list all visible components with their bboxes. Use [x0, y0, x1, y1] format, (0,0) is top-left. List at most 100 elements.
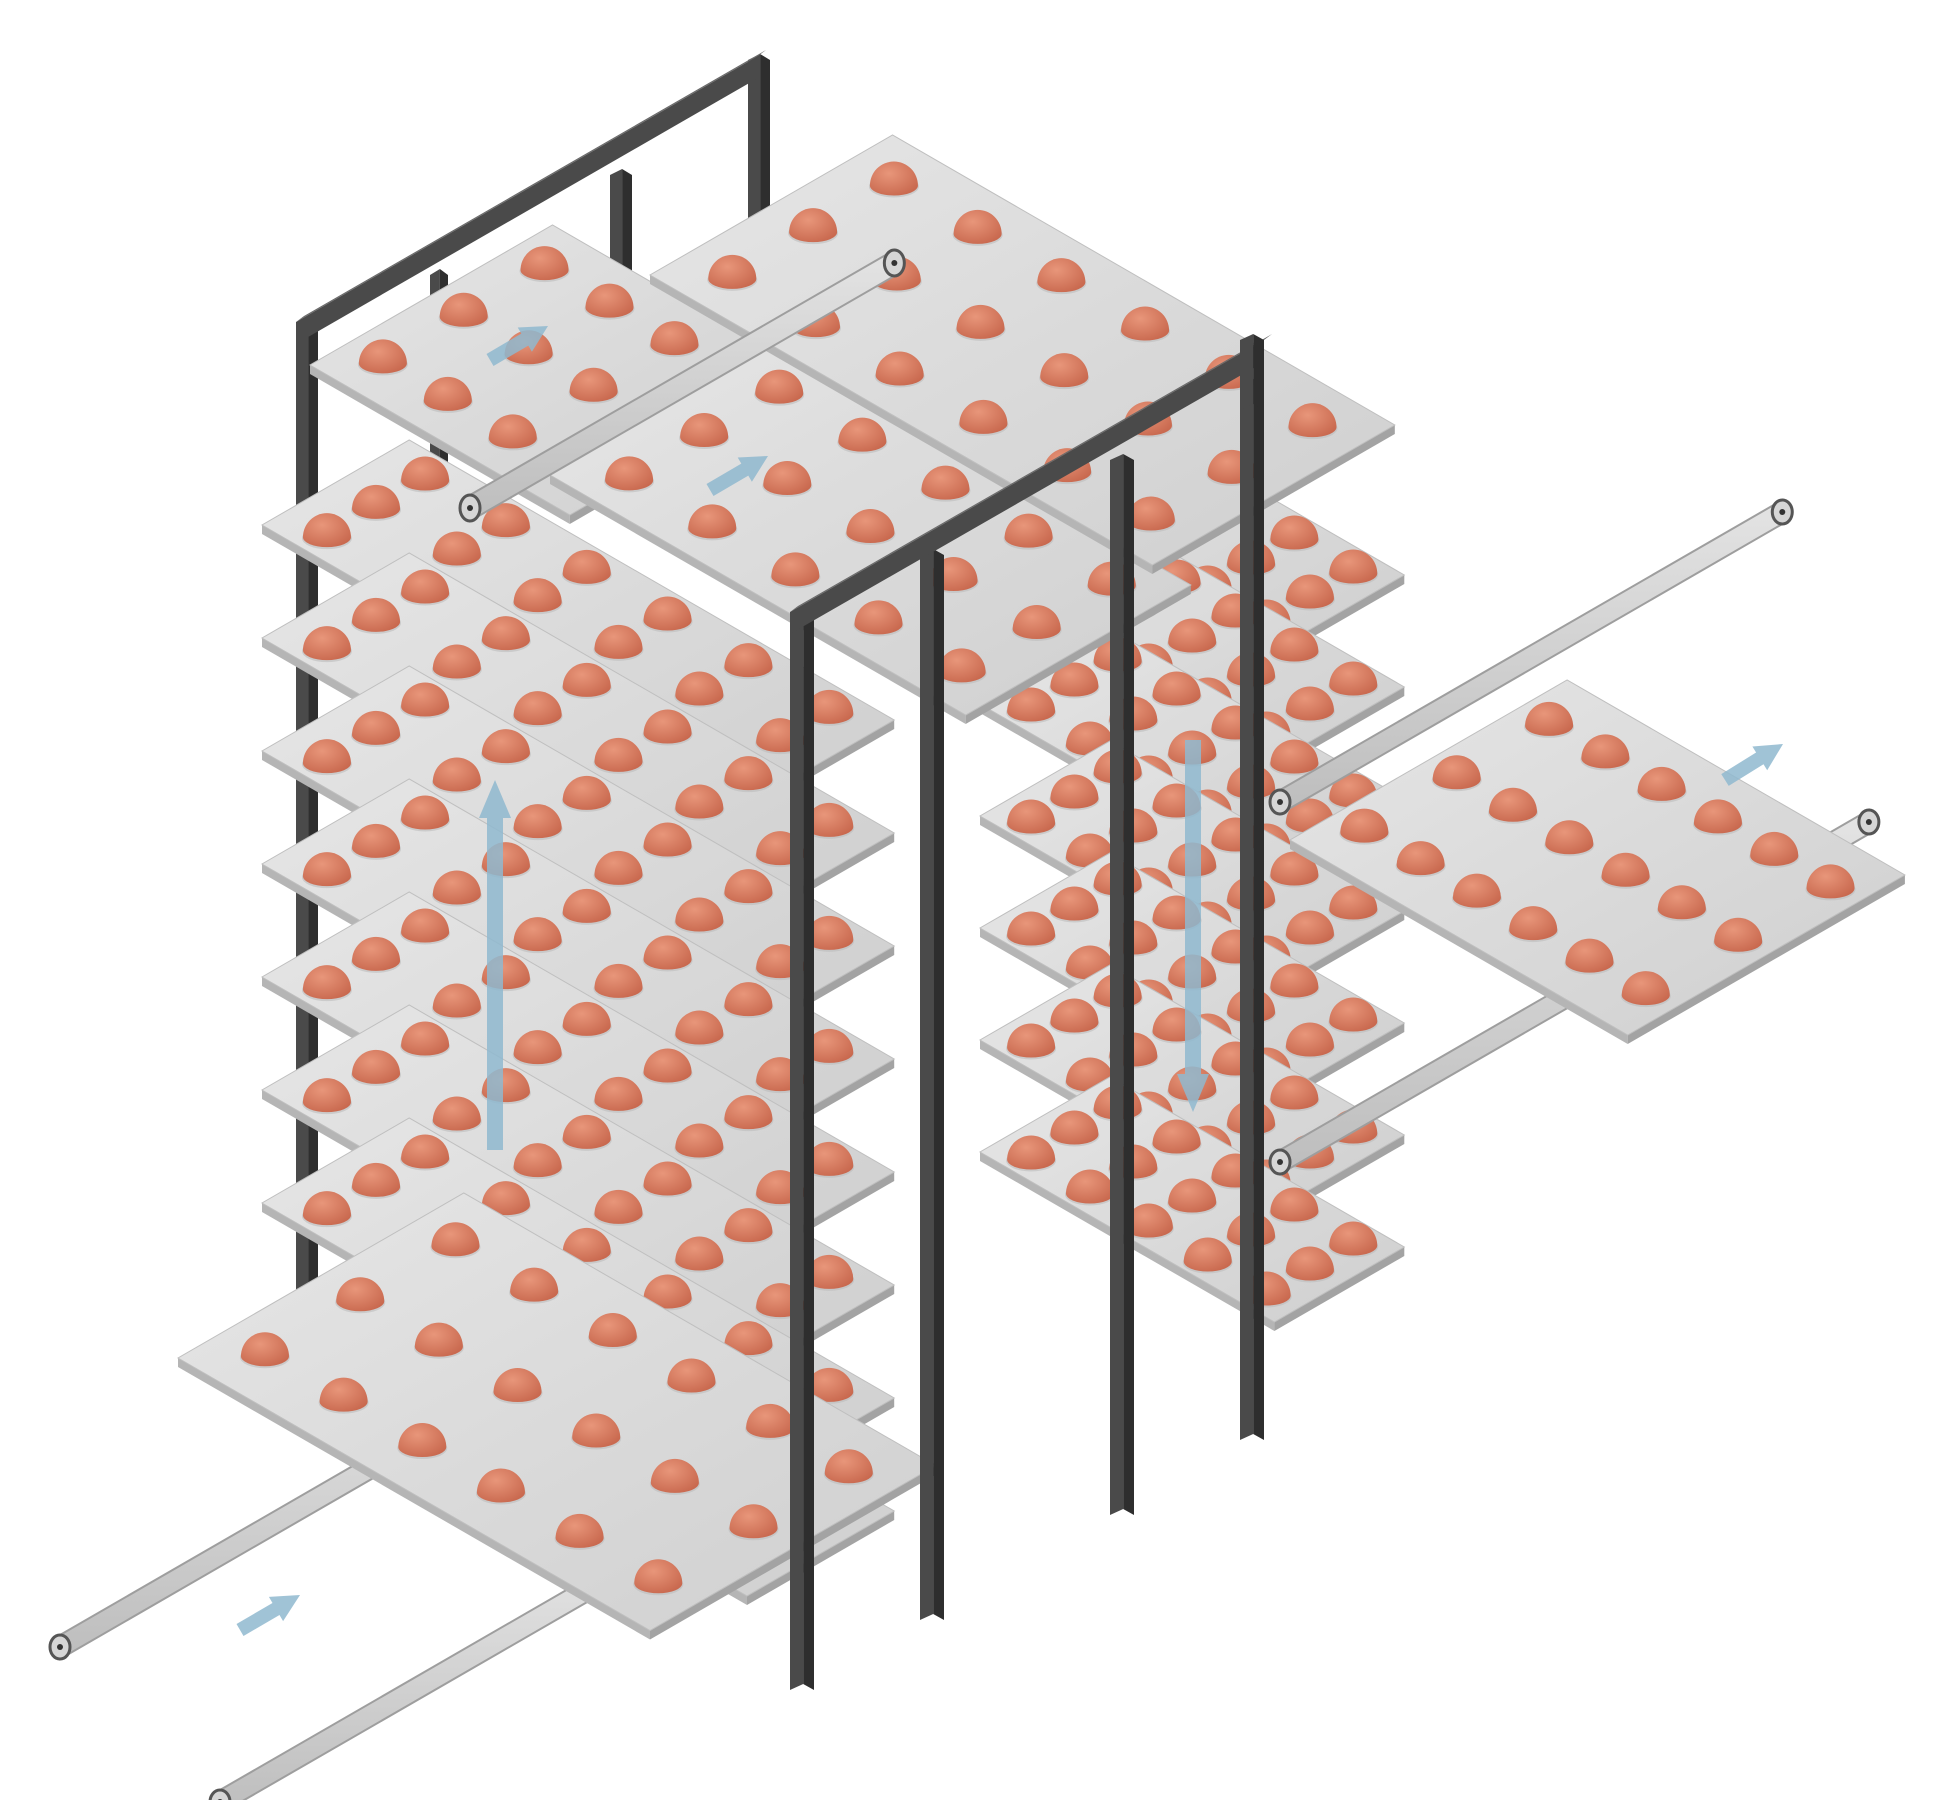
- dough-ball-icon: [1269, 515, 1320, 552]
- dough-ball-icon: [587, 1313, 638, 1350]
- dough-ball-icon: [1600, 852, 1651, 889]
- dough-ball-icon: [413, 1322, 464, 1359]
- dough-ball-icon: [301, 513, 352, 550]
- dough-ball-icon: [431, 531, 482, 568]
- dough-ball-icon: [1036, 258, 1087, 295]
- dough-ball-icon: [1006, 1135, 1057, 1172]
- dough-ball-icon: [400, 682, 451, 719]
- dough-ball-icon: [804, 689, 855, 726]
- dough-ball-icon: [1284, 1022, 1335, 1059]
- front-top-beam: [790, 334, 1272, 634]
- dough-ball-icon: [1039, 353, 1090, 390]
- dough-ball-icon: [351, 1162, 402, 1199]
- dough-ball-icon: [335, 1277, 386, 1314]
- dough-ball-icon: [561, 1114, 612, 1151]
- dough-ball-icon: [438, 292, 489, 329]
- dough-ball-icon: [958, 399, 1009, 436]
- infeed-belt-front: [208, 1558, 630, 1800]
- dough-ball-icon: [1269, 851, 1320, 888]
- dough-ball-icon: [642, 1274, 693, 1311]
- dough-ball-icon: [1328, 885, 1379, 922]
- dough-ball-icon: [301, 626, 352, 663]
- dough-ball-icon: [512, 917, 563, 954]
- dough-ball-icon: [633, 1559, 684, 1596]
- dough-ball-icon: [519, 246, 570, 283]
- dough-ball-icon: [770, 552, 821, 589]
- dough-ball-icon: [642, 935, 693, 972]
- dough-ball-icon: [400, 1021, 451, 1058]
- dough-ball-icon: [400, 1134, 451, 1171]
- dough-ball-icon: [936, 648, 987, 685]
- outfeed-conveyor: [1268, 498, 1906, 1176]
- dough-ball-icon: [1508, 906, 1559, 943]
- dough-ball-icon: [351, 597, 402, 634]
- dough-ball-icon: [723, 756, 774, 793]
- dough-ball-icon: [1656, 885, 1707, 922]
- dough-ball-icon: [666, 1358, 717, 1395]
- dough-ball-icon: [475, 1468, 526, 1505]
- dough-ball-icon: [561, 662, 612, 699]
- dough-ball-icon: [1328, 549, 1379, 586]
- dough-ball-icon: [593, 1076, 644, 1113]
- dough-ball-icon: [480, 616, 531, 653]
- dough-ball-icon: [357, 339, 408, 376]
- dough-ball-icon: [674, 784, 725, 821]
- arrow-icon: [236, 1595, 300, 1636]
- dough-ball-icon: [1006, 1023, 1057, 1060]
- dough-ball-icon: [1284, 1246, 1335, 1283]
- arrow-icon: [486, 326, 548, 366]
- dough-ball-icon: [593, 737, 644, 774]
- dough-ball-icon: [1544, 820, 1595, 857]
- right-tray-7-side: [1274, 1247, 1405, 1331]
- dough-ball-icon: [804, 1141, 855, 1178]
- infeed-tray-edge: [178, 1358, 650, 1640]
- dough-ball-icon: [1182, 1237, 1233, 1274]
- dough-ball-icon: [593, 850, 644, 887]
- dough-ball-icon: [1328, 1221, 1379, 1258]
- dough-ball-icon: [561, 775, 612, 812]
- dough-ball-icon: [845, 509, 896, 545]
- dough-ball-icon: [823, 1449, 874, 1486]
- dough-ball-icon: [1049, 1110, 1100, 1147]
- dough-ball-icon: [1269, 627, 1320, 664]
- dough-ball-icon: [480, 503, 531, 540]
- dough-ball-icon: [1049, 662, 1100, 699]
- dough-ball-icon: [431, 983, 482, 1020]
- arrow-icon: [1721, 744, 1783, 786]
- dough-ball-icon: [509, 1267, 560, 1304]
- dough-ball-icon: [1339, 808, 1390, 845]
- dough-ball-icon: [853, 600, 904, 637]
- dough-ball-icon: [584, 283, 635, 320]
- front-frame: [790, 334, 1272, 1690]
- dough-ball-icon: [512, 1030, 563, 1067]
- dough-ball-icon: [1049, 998, 1100, 1035]
- dough-ball-icon: [301, 1078, 352, 1115]
- dough-ball-icon: [920, 465, 971, 502]
- dough-ball-icon: [1620, 971, 1671, 1008]
- dough-ball-icon: [512, 804, 563, 841]
- dough-ball-icon: [754, 369, 805, 406]
- dough-ball-icon: [674, 897, 725, 934]
- dough-ball-icon: [431, 644, 482, 681]
- back-top-beam: [296, 50, 766, 344]
- dough-ball-icon: [804, 1028, 855, 1065]
- dough-ball-icon: [1064, 1169, 1115, 1206]
- dough-ball-icon: [1151, 1119, 1202, 1156]
- dough-ball-icon: [1049, 774, 1100, 811]
- dough-ball-icon: [762, 461, 813, 497]
- dough-ball-icon: [318, 1377, 369, 1414]
- dough-ball-icon: [571, 1413, 622, 1450]
- dough-ball-icon: [804, 1254, 855, 1291]
- dough-ball-icon: [301, 739, 352, 776]
- dough-ball-icon: [1328, 997, 1379, 1034]
- dough-ball-icon: [1564, 938, 1615, 975]
- dough-ball-icon: [642, 709, 693, 746]
- top-tray-mid: [548, 344, 1192, 724]
- dough-ball-icon: [642, 596, 693, 633]
- dough-ball-icon: [431, 1096, 482, 1133]
- dough-ball-icon: [492, 1368, 543, 1405]
- arrow-icon: [706, 456, 768, 496]
- front-post-4: [1240, 379, 1264, 1440]
- dough-ball-icon: [687, 504, 738, 541]
